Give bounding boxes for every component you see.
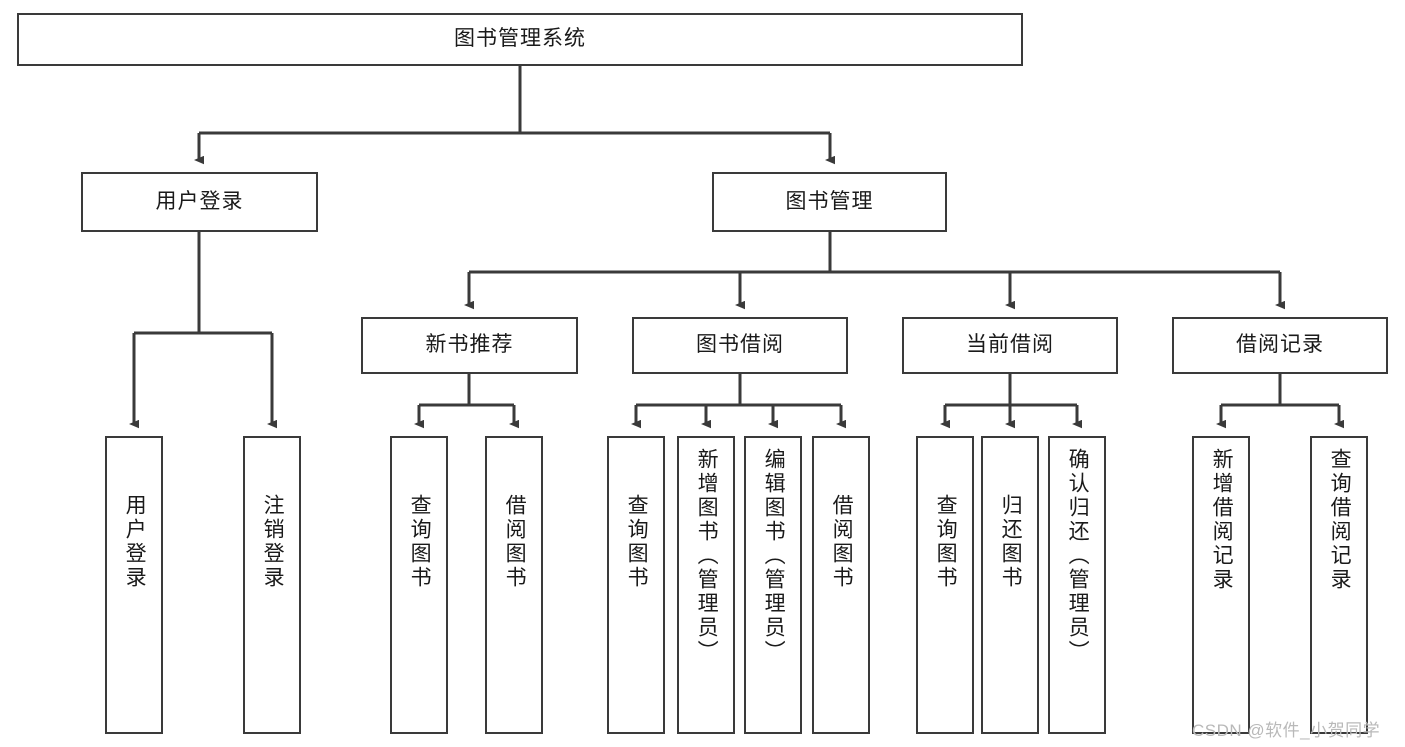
node-leaf-logout-label: 注销登录 [261,494,285,590]
node-borrow-record[interactable]: 借阅记录 [1172,317,1388,374]
node-root-label: 图书管理系统 [454,27,586,51]
node-leaf-confirm-return[interactable]: 确认归还（管理员） [1048,436,1106,734]
node-leaf-return-book[interactable]: 归还图书 [981,436,1039,734]
node-book-manage[interactable]: 图书管理 [712,172,947,232]
node-leaf-user-login-label: 用户登录 [123,494,147,590]
node-current-borrow-label: 当前借阅 [966,333,1054,357]
node-leaf-query-record[interactable]: 查询借阅记录 [1310,436,1368,734]
node-leaf-query-book-borrow-label: 查询图书 [625,494,649,590]
node-new-book-rec-label: 新书推荐 [425,333,514,357]
node-new-book-rec[interactable]: 新书推荐 [361,317,578,374]
node-leaf-query-book-rec[interactable]: 查询图书 [390,436,448,734]
watermark-text: CSDN @软件_小贺同学 [1192,721,1381,740]
node-leaf-borrow-book[interactable]: 借阅图书 [812,436,870,734]
node-book-borrow-label: 图书借阅 [696,333,784,357]
node-leaf-edit-book[interactable]: 编辑图书（管理员） [744,436,802,734]
node-leaf-logout[interactable]: 注销登录 [243,436,301,734]
node-leaf-query-book-current-label: 查询图书 [934,494,958,590]
node-leaf-borrow-book-rec-label: 借阅图书 [503,494,527,590]
node-leaf-user-login[interactable]: 用户登录 [105,436,163,734]
node-leaf-return-book-label: 归还图书 [999,494,1023,590]
node-leaf-add-book[interactable]: 新增图书（管理员） [677,436,735,734]
node-book-borrow[interactable]: 图书借阅 [632,317,848,374]
node-current-borrow[interactable]: 当前借阅 [902,317,1118,374]
node-leaf-edit-book-label: 编辑图书（管理员） [762,448,786,664]
node-leaf-query-book-current[interactable]: 查询图书 [916,436,974,734]
node-borrow-record-label: 借阅记录 [1236,333,1324,357]
node-leaf-confirm-return-label: 确认归还（管理员） [1066,448,1090,664]
node-leaf-borrow-book-rec[interactable]: 借阅图书 [485,436,543,734]
node-leaf-add-record-label: 新增借阅记录 [1210,448,1234,592]
node-leaf-borrow-book-label: 借阅图书 [830,494,854,590]
node-leaf-query-book-rec-label: 查询图书 [408,494,432,590]
node-book-manage-label: 图书管理 [785,189,874,213]
node-user-login-label: 用户登录 [155,189,244,213]
node-leaf-add-record[interactable]: 新增借阅记录 [1192,436,1250,734]
node-leaf-query-record-label: 查询借阅记录 [1328,448,1352,592]
node-root[interactable]: 图书管理系统 [17,13,1023,66]
node-user-login[interactable]: 用户登录 [81,172,318,232]
node-leaf-query-book-borrow[interactable]: 查询图书 [607,436,665,734]
node-leaf-add-book-label: 新增图书（管理员） [695,448,719,664]
